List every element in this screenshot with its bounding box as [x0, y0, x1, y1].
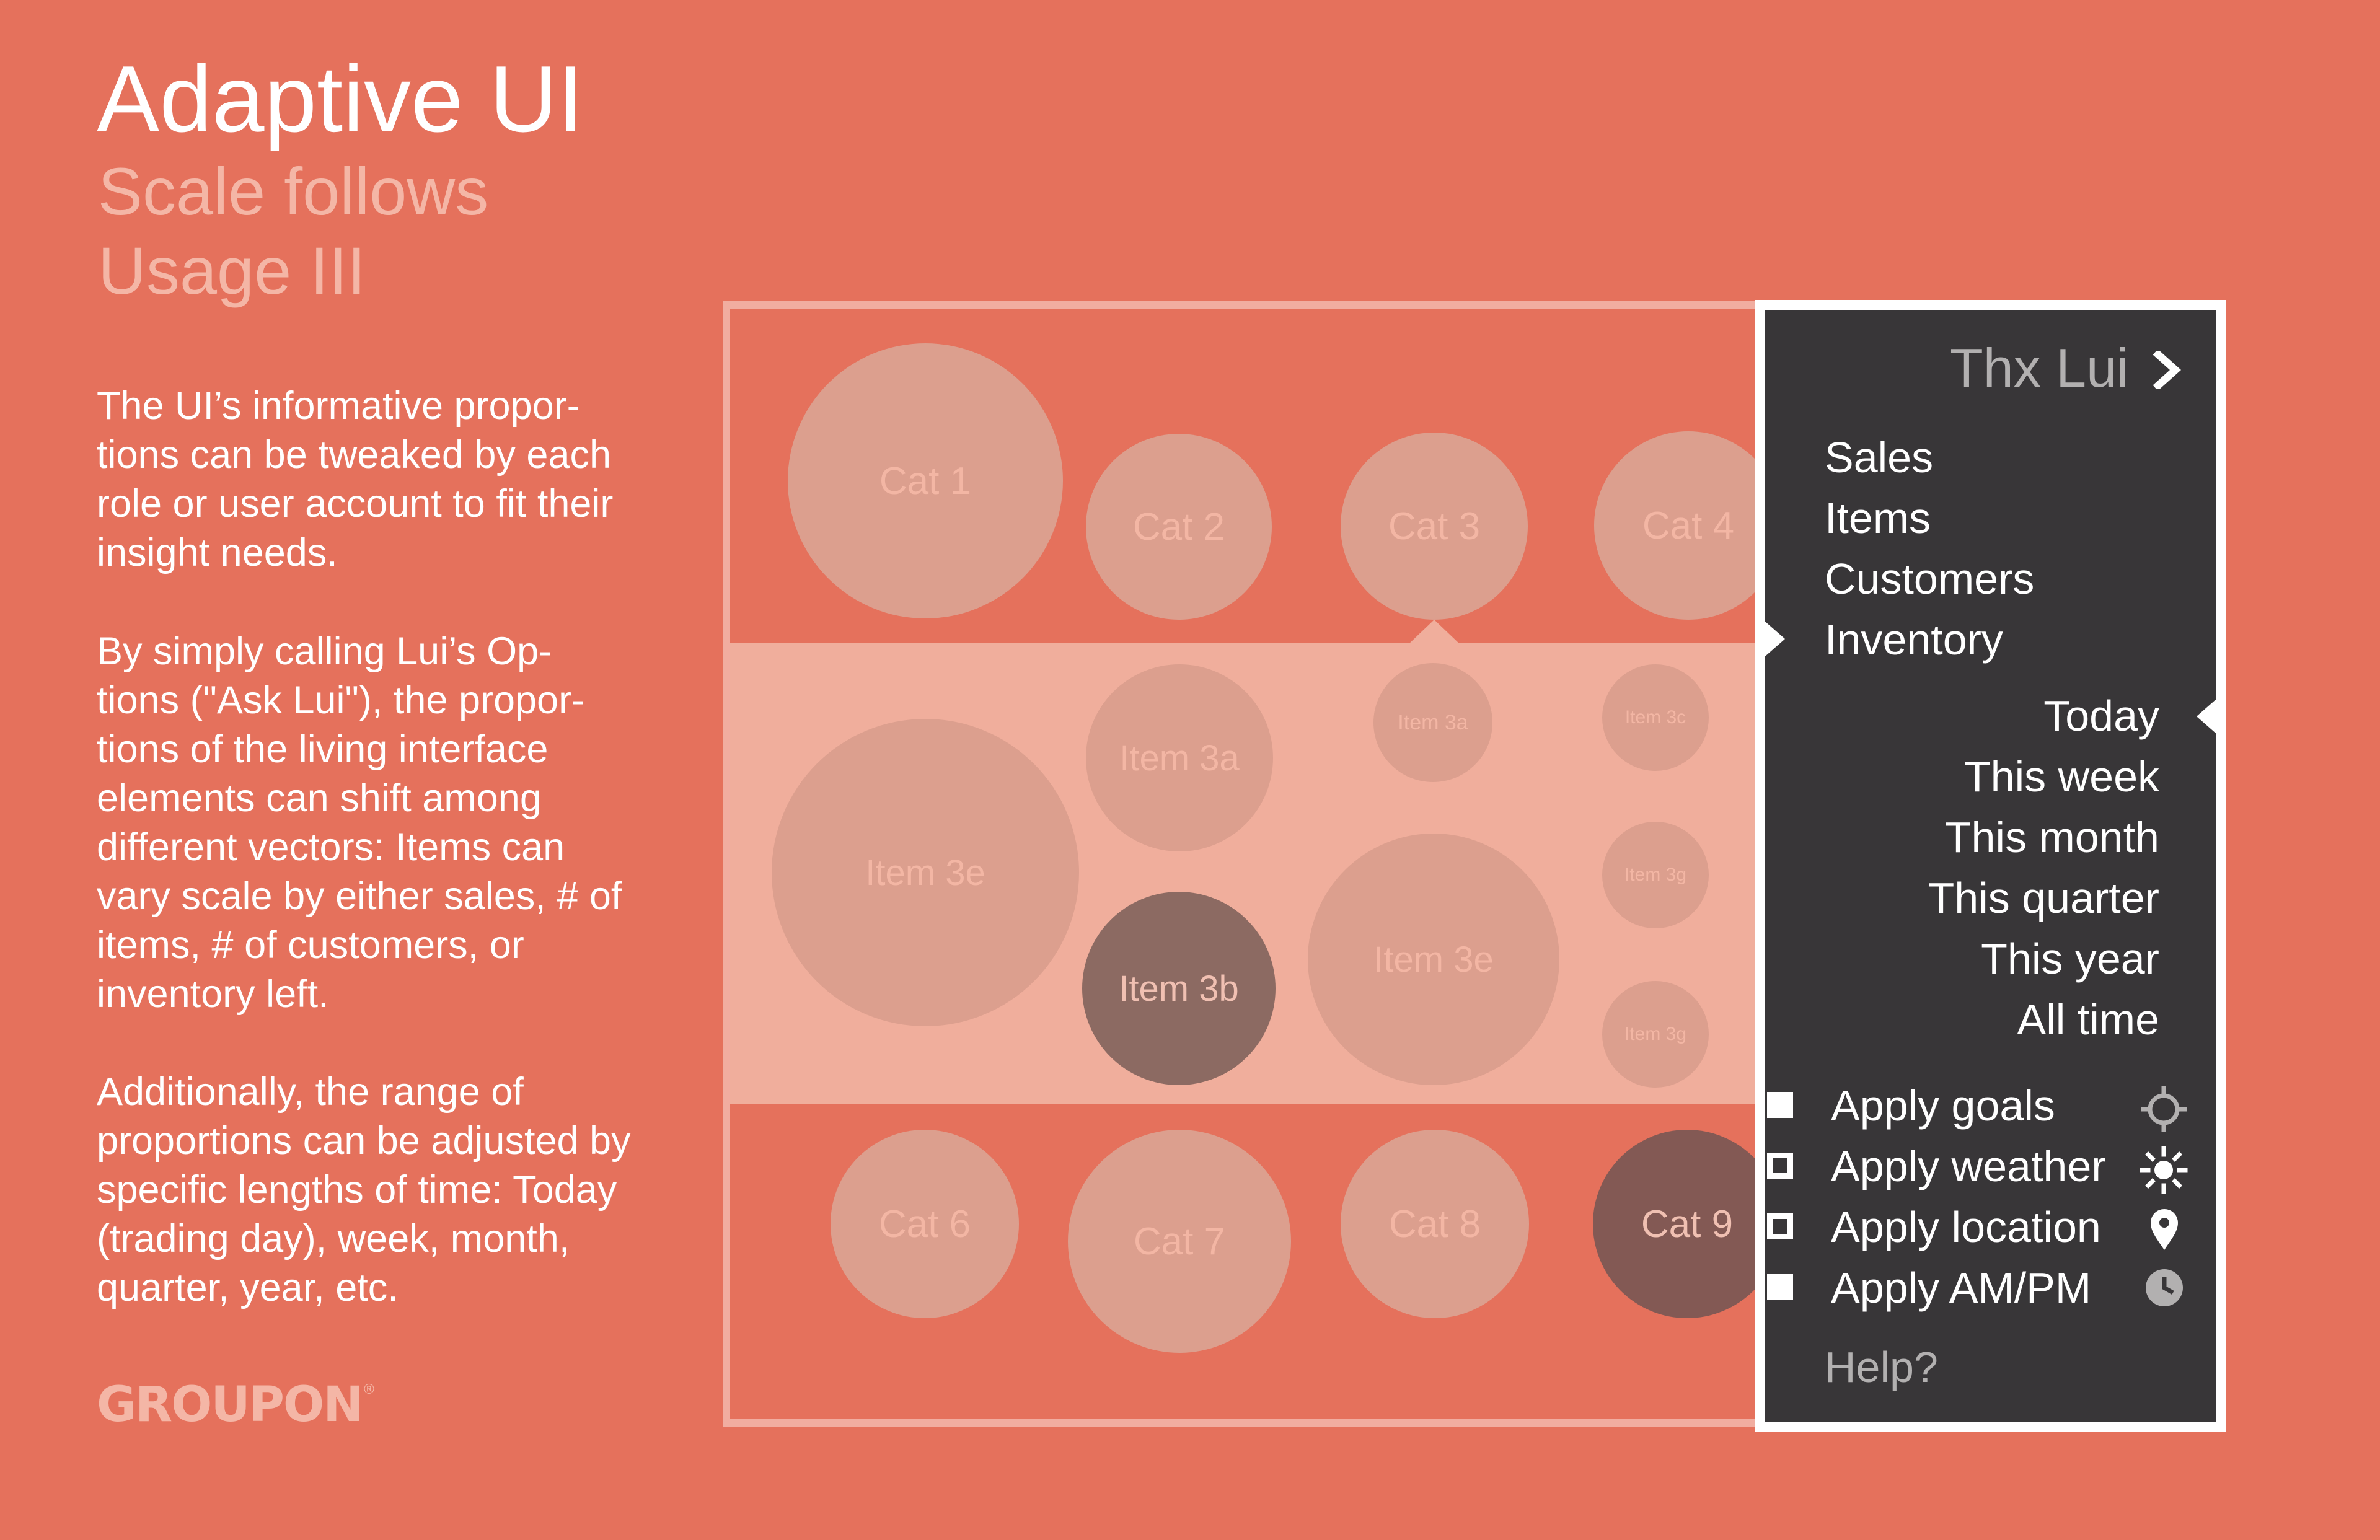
lui-options-panel — [1755, 300, 2226, 1432]
item-bubble-3a[interactable]: Item 3a — [1086, 664, 1273, 851]
category-bubble-6[interactable]: Cat 6 — [831, 1130, 1019, 1318]
range-option-this-quarter[interactable]: This quarter — [1928, 874, 2159, 922]
location-pin-icon — [2151, 1209, 2178, 1250]
subtitle-line-2: Usage III — [98, 233, 366, 308]
close-panel-label: Thx Lui — [1950, 337, 2129, 398]
selected-metric-marker — [1765, 622, 1785, 656]
category-bubble-3[interactable]: Cat 3 — [1341, 433, 1528, 620]
help-link[interactable]: Help? — [1825, 1343, 1938, 1391]
chevron-right-icon[interactable] — [2153, 351, 2182, 389]
metric-option-customers[interactable]: Customers — [1825, 555, 2035, 603]
apply-ampm-label[interactable]: Apply AM/PM — [1831, 1264, 2092, 1312]
page-subtitle: Scale follows Usage III — [98, 152, 656, 310]
description-paragraph-2: By simply calling Lui’s Op- tions ("Ask … — [97, 630, 622, 1016]
item-bubble-3e-center[interactable]: Item 3e — [1308, 834, 1559, 1085]
target-icon — [2141, 1086, 2187, 1132]
category-bubble-7[interactable]: Cat 7 — [1068, 1130, 1291, 1353]
item-bubble-3a-small[interactable]: Item 3a — [1373, 663, 1492, 782]
clock-icon — [2146, 1269, 2183, 1306]
apply-location-label[interactable]: Apply location — [1831, 1203, 2101, 1251]
sun-icon — [2140, 1146, 2188, 1194]
selected-range-marker — [2197, 699, 2216, 734]
item-bubble-3g-small-1[interactable]: Item 3g — [1602, 822, 1709, 928]
apply-location-checkbox[interactable] — [1767, 1213, 1793, 1239]
metric-option-inventory[interactable]: Inventory — [1825, 615, 2003, 664]
item-bubble-3c-small[interactable]: Item 3c — [1602, 664, 1709, 771]
item-bubble-3e-large[interactable]: Item 3e — [772, 719, 1079, 1026]
category-bubble-1[interactable]: Cat 1 — [788, 343, 1063, 618]
item-bubble-3b-selected[interactable]: Item 3b — [1082, 892, 1276, 1085]
registered-mark: ® — [362, 1382, 376, 1397]
close-panel-button[interactable]: Thx Lui — [1950, 337, 2129, 399]
metric-option-items[interactable]: Items — [1825, 494, 1931, 542]
category-bubble-2[interactable]: Cat 2 — [1086, 434, 1272, 620]
logo-text: GROUPON — [97, 1377, 363, 1433]
range-option-today[interactable]: Today — [2043, 692, 2159, 740]
metric-option-sales[interactable]: Sales — [1825, 433, 1934, 482]
groupon-logo: GROUPON® — [97, 1377, 376, 1433]
category-bubble-8[interactable]: Cat 8 — [1341, 1130, 1529, 1318]
subtitle-line-1: Scale follows — [98, 154, 489, 229]
item-bubble-3g-small-2[interactable]: Item 3g — [1602, 981, 1709, 1088]
range-option-this-year[interactable]: This year — [1981, 935, 2159, 983]
range-option-all-time[interactable]: All time — [2017, 995, 2159, 1044]
apply-weather-checkbox[interactable] — [1767, 1153, 1793, 1179]
apply-ampm-checkbox[interactable] — [1767, 1274, 1793, 1300]
category-bubble-4[interactable]: Cat 4 — [1594, 431, 1783, 620]
expanded-category-pointer — [1408, 620, 1460, 645]
range-option-this-month[interactable]: This month — [1944, 813, 2159, 861]
apply-goals-checkbox[interactable] — [1767, 1092, 1793, 1118]
page-title: Adaptive UI — [97, 46, 584, 152]
description-paragraph-3: Additionally, the range of proportions c… — [97, 1070, 631, 1309]
apply-weather-label[interactable]: Apply weather — [1831, 1142, 2106, 1190]
apply-goals-label[interactable]: Apply goals — [1831, 1081, 2055, 1130]
description-paragraph-1: The UI’s informative propor- tions can b… — [97, 384, 614, 574]
range-option-this-week[interactable]: This week — [1963, 752, 2159, 801]
category-bubble-9-selected[interactable]: Cat 9 — [1593, 1130, 1781, 1318]
